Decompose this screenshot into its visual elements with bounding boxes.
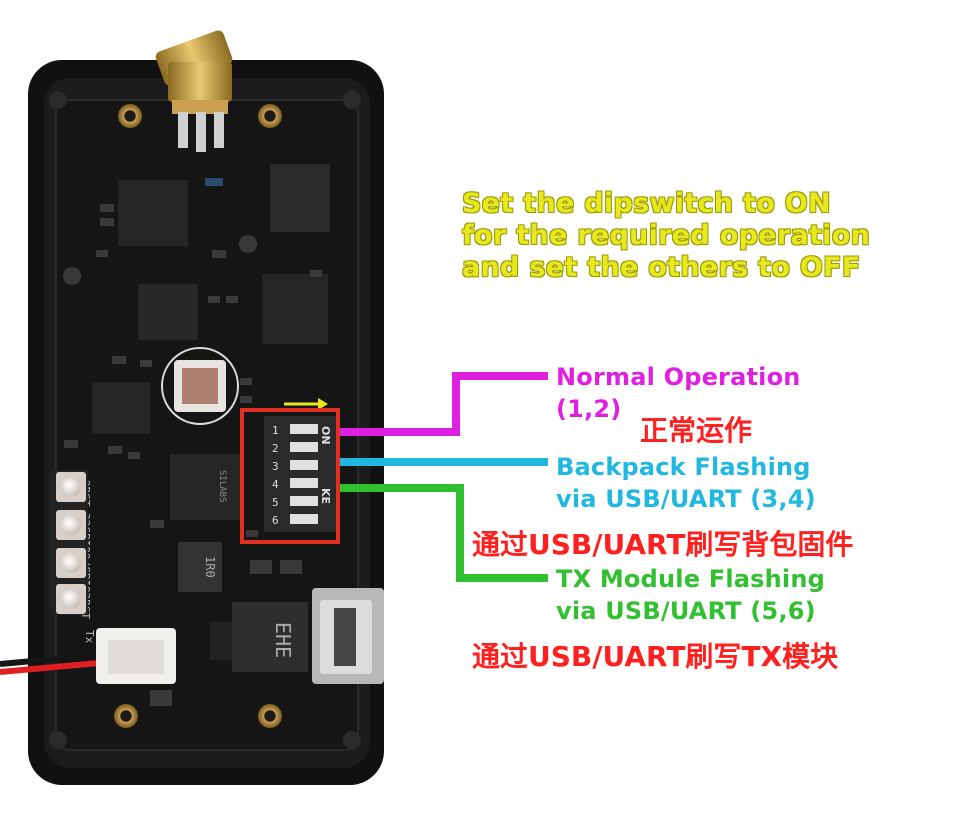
option-normal-switches: (1,2) [556, 395, 622, 423]
option-tx-cn: 通过USB/UART刷写TX模块 [472, 640, 839, 673]
sma-connector [155, 30, 233, 152]
dip-number: 4 [272, 478, 279, 491]
rgb-led [161, 347, 239, 425]
dip-ke-label: KE [319, 488, 332, 504]
option-backpack-cn: 通过USB/UART刷写背包固件 [472, 528, 854, 561]
instruction-line-2: for the required operation [462, 220, 871, 251]
option-tx-switches: via USB/UART (5,6) [556, 597, 816, 625]
dip-number: 2 [272, 442, 279, 455]
dip-number: 1 [272, 424, 279, 437]
option-backpack-title: Backpack Flashing [556, 453, 811, 481]
dip-numbers: 1 2 3 4 5 6 [272, 424, 279, 527]
leader-tx [340, 484, 548, 582]
inductor-2-label: EHE [271, 622, 295, 658]
instruction-line-3: and set the others to OFF [462, 252, 861, 283]
option-tx-title: TX Module Flashing [556, 565, 826, 593]
case [28, 60, 384, 785]
dip-number: 6 [272, 514, 279, 527]
leader-normal [340, 372, 548, 436]
inductor-1-label: 1R0 [203, 556, 217, 578]
on-direction-arrow [284, 398, 328, 410]
chip-marking: SILABS [217, 470, 227, 503]
dipswitch-highlight [240, 408, 340, 544]
tx-label: Tx [83, 630, 96, 644]
usb-port [312, 588, 384, 684]
ics: SILABS 1R0 EHE [92, 164, 330, 672]
option-backpack-switches: via USB/UART (3,4) [556, 485, 816, 513]
dip-number: 3 [272, 460, 279, 473]
dip-on-label: ON [319, 426, 332, 445]
mounting-holes [49, 91, 361, 749]
jst-connector [0, 628, 176, 684]
dip-switch: 1 2 3 4 5 6 ON KE [264, 416, 336, 532]
option-normal-cn: 正常运作 [640, 414, 753, 447]
instruction-line-1: Set the dipswitch to ON [462, 188, 831, 219]
leader-lines [340, 372, 548, 582]
dip-levers [290, 424, 318, 524]
option-normal-title: Normal Operation [556, 363, 801, 391]
dip-number: 5 [272, 496, 279, 509]
tactile-buttons [56, 472, 86, 614]
smd-parts [64, 178, 322, 706]
